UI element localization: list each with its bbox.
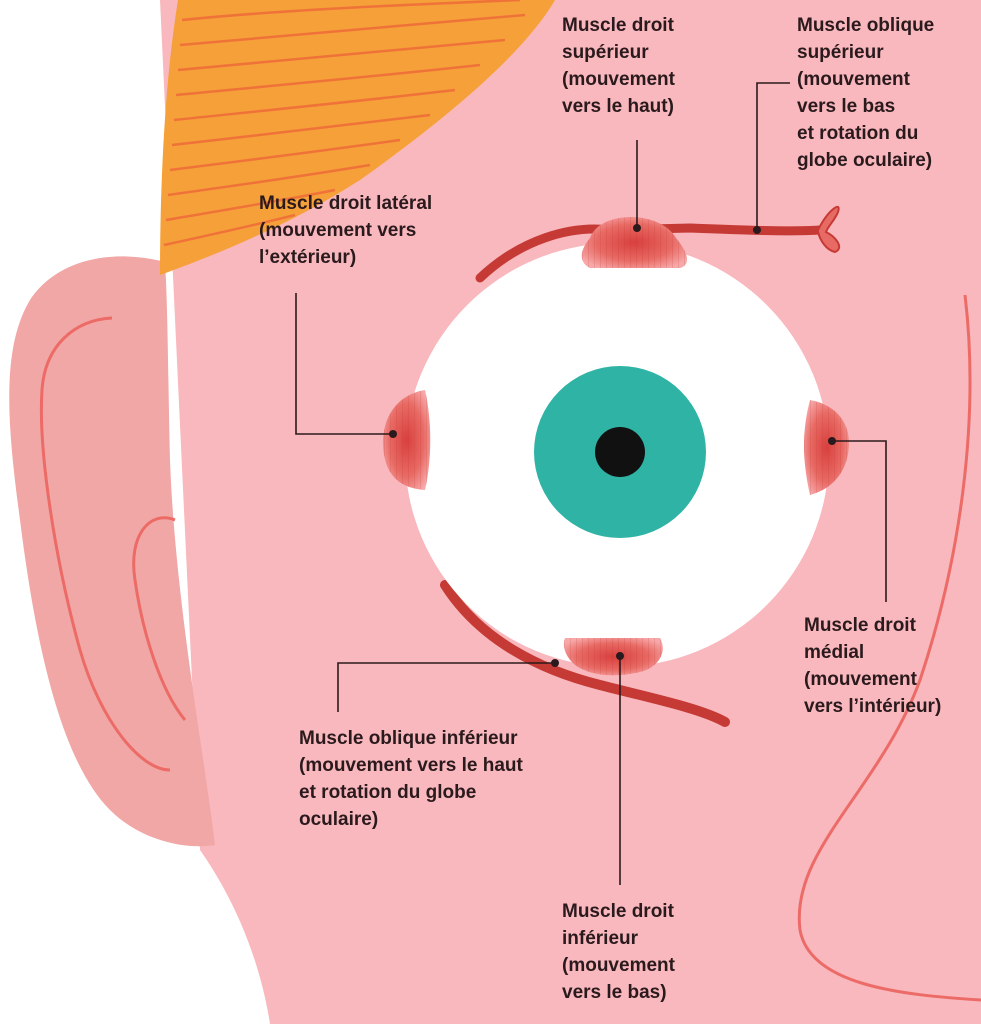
hair-stripes bbox=[163, 0, 526, 247]
label-line: Muscle droit bbox=[804, 615, 916, 636]
pupil bbox=[595, 427, 645, 477]
inferior-rectus-muscle bbox=[563, 638, 663, 676]
dot-lateral-rectus bbox=[389, 430, 397, 438]
label-line: (mouvement bbox=[797, 69, 910, 90]
dot-inferior-rectus bbox=[616, 652, 624, 660]
medial-rectus-muscle bbox=[804, 400, 850, 495]
lateral-rectus-muscle bbox=[382, 390, 431, 490]
superior-rectus-muscle bbox=[581, 217, 688, 268]
superior-oblique-tendon bbox=[817, 205, 841, 254]
dot-superior-rectus bbox=[633, 224, 641, 232]
leader-lateral-rectus bbox=[295, 293, 393, 435]
label-line: (mouvement bbox=[562, 955, 675, 976]
leader-inferior-oblique bbox=[337, 662, 555, 712]
label-inferior-rectus: Muscle droit inférieur (mouvement vers l… bbox=[562, 898, 675, 1006]
label-lateral-rectus: Muscle droit latéral (mouvement vers l’e… bbox=[259, 190, 432, 271]
label-line: et rotation du globe bbox=[299, 782, 477, 803]
leader-dots bbox=[389, 224, 836, 667]
dot-inferior-oblique bbox=[551, 659, 559, 667]
label-line: (mouvement vers bbox=[259, 220, 417, 241]
label-line: (mouvement vers le haut bbox=[299, 755, 523, 776]
ear bbox=[9, 256, 216, 847]
label-line: Muscle droit bbox=[562, 15, 674, 36]
label-superior-rectus: Muscle droit supérieur (mouvement vers l… bbox=[562, 12, 675, 120]
label-line: vers le bas bbox=[797, 96, 896, 117]
label-line: (mouvement bbox=[804, 669, 917, 690]
label-line: inférieur bbox=[562, 928, 639, 949]
label-line: et rotation du bbox=[797, 123, 919, 144]
label-line: médial bbox=[804, 642, 865, 663]
label-line: globe oculaire) bbox=[797, 150, 933, 171]
label-line: supérieur bbox=[797, 42, 884, 63]
leader-lines bbox=[295, 82, 887, 885]
label-medial-rectus: Muscle droit médial (mouvement vers l’in… bbox=[804, 612, 941, 720]
leader-superior-oblique bbox=[756, 82, 790, 230]
label-line: vers l’intérieur) bbox=[804, 696, 942, 717]
leader-medial-rectus bbox=[832, 440, 887, 602]
label-line: Muscle droit bbox=[562, 901, 674, 922]
nose-outline bbox=[797, 294, 981, 1002]
label-line: (mouvement bbox=[562, 69, 675, 90]
label-line: supérieur bbox=[562, 42, 649, 63]
label-line: Muscle oblique bbox=[797, 15, 935, 36]
label-line: oculaire) bbox=[299, 809, 379, 830]
inferior-oblique-muscle bbox=[440, 580, 730, 727]
dot-superior-oblique bbox=[753, 226, 761, 234]
ear-outline bbox=[39, 316, 171, 772]
label-line: vers le haut) bbox=[562, 96, 674, 117]
label-inferior-oblique: Muscle oblique inférieur (mouvement vers… bbox=[299, 725, 523, 833]
dot-medial-rectus bbox=[828, 437, 836, 445]
label-superior-oblique: Muscle oblique supérieur (mouvement vers… bbox=[797, 12, 934, 174]
label-line: l’extérieur) bbox=[259, 247, 357, 268]
ear-inner-outline bbox=[132, 516, 187, 721]
label-line: Muscle droit latéral bbox=[259, 193, 433, 214]
label-line: Muscle oblique inférieur bbox=[299, 728, 518, 749]
label-line: vers le bas) bbox=[562, 982, 667, 1003]
